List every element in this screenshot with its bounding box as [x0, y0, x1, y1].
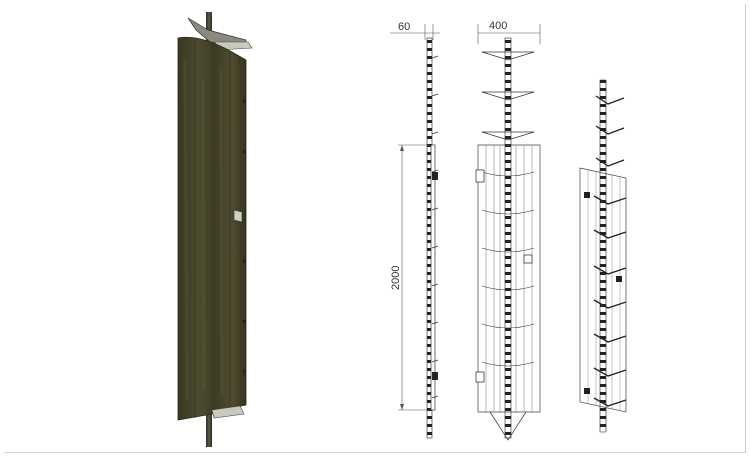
side-panel-edge — [430, 144, 436, 411]
sheet-frame — [4, 4, 746, 453]
front-panel-outline — [477, 144, 541, 413]
front-rail — [504, 37, 512, 439]
center-clamp — [233, 209, 243, 223]
side-view: 60 2000 — [390, 21, 440, 439]
bottom-shelf — [211, 405, 245, 419]
iso-rail — [599, 79, 607, 433]
dimension-width: 400 — [489, 20, 507, 32]
isometric-view — [579, 79, 627, 433]
iso-panel — [579, 167, 627, 413]
dimension-thickness: 60 — [398, 21, 410, 33]
shaded-3d-view — [177, 12, 253, 447]
dimension-height: 2000 — [390, 266, 402, 290]
front-view: 400 — [475, 20, 541, 441]
